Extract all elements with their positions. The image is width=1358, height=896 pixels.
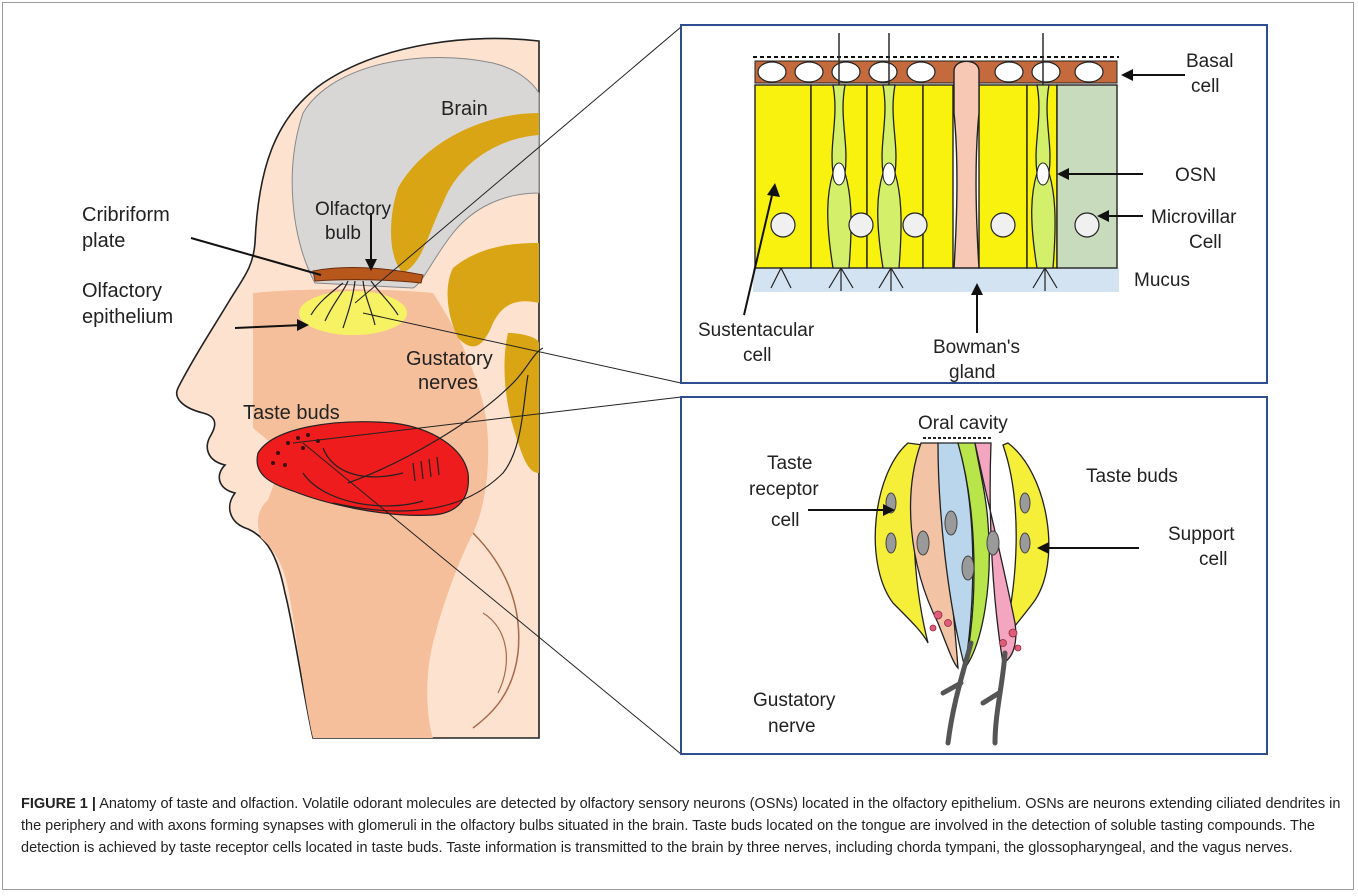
label-olfactory-epithelium-1: Olfactory	[82, 280, 162, 302]
mucus-layer	[753, 268, 1119, 292]
label-support-cell-2: cell	[1199, 549, 1228, 570]
caption-text: Anatomy of taste and olfaction. Volatile…	[21, 796, 1340, 856]
label-olfactory-epithelium-2: epithelium	[82, 306, 173, 328]
caption-label: FIGURE 1 |	[21, 796, 96, 812]
taste-panel: Oral cavity Taste receptor cell Taste bu…	[681, 397, 1267, 754]
label-olfactory-bulb-2: bulb	[325, 223, 361, 244]
head-drawing	[177, 38, 543, 738]
label-olfactory-bulb-1: Olfactory	[315, 199, 392, 220]
label-oral-cavity: Oral cavity	[918, 413, 1008, 434]
label-gustatory-nerves-2: nerves	[418, 372, 478, 394]
label-microvillar-2: Cell	[1189, 232, 1222, 253]
label-sustentacular-2: cell	[743, 345, 772, 366]
label-taste-buds-head: Taste buds	[243, 402, 340, 424]
label-bowman-1: Bowman's	[933, 337, 1020, 358]
label-cribriform-1: Cribriform	[82, 204, 170, 226]
basal-cell-circles	[758, 62, 1103, 82]
bowmans-gland	[954, 61, 979, 268]
label-gustatory-nerves-1: Gustatory	[406, 348, 493, 370]
olfactory-epithelium-shape	[299, 291, 407, 335]
label-basal-cell-2: cell	[1191, 76, 1220, 97]
label-taste-receptor-3: cell	[771, 510, 800, 531]
sustentacular-cells	[755, 85, 1057, 268]
label-basal-cell-1: Basal	[1186, 51, 1234, 72]
label-microvillar-1: Microvillar	[1151, 207, 1237, 228]
label-bowman-2: gland	[949, 362, 996, 383]
label-taste-receptor-2: receptor	[749, 479, 819, 500]
figure-illustration: Brain Cribriform plate Olfactory bulb Ol…	[3, 3, 1355, 891]
label-taste-buds-panel: Taste buds	[1086, 466, 1178, 487]
olfactory-panel: Basal cell OSN Microvillar Cell Mucus Su…	[681, 25, 1267, 383]
label-support-cell-1: Support	[1168, 524, 1235, 545]
label-brain: Brain	[441, 98, 488, 120]
label-gustatory-nerve-2: nerve	[768, 716, 816, 737]
label-gustatory-nerve-1: Gustatory	[753, 690, 836, 711]
label-cribriform-2: plate	[82, 230, 125, 252]
figure-caption: FIGURE 1 | Anatomy of taste and olfactio…	[21, 793, 1343, 859]
label-osn: OSN	[1175, 165, 1216, 186]
label-mucus: Mucus	[1134, 270, 1190, 291]
label-sustentacular-1: Sustentacular	[698, 320, 815, 341]
label-taste-receptor-1: Taste	[767, 453, 812, 474]
